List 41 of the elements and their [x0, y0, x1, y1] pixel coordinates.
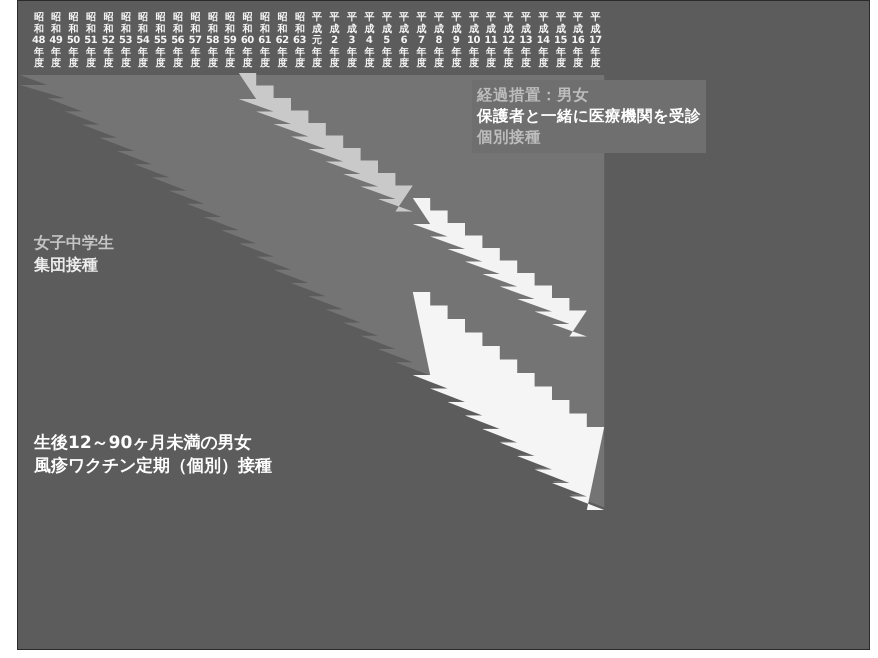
year-header: 昭和51年度 — [83, 12, 98, 70]
year-header: 平成12年度 — [500, 12, 516, 70]
region-text: 経過措置：男女 — [477, 85, 590, 106]
year-header: 平成元年度 — [310, 12, 323, 70]
year-header: 昭和54年度 — [135, 12, 150, 70]
year-header: 平成9年度 — [450, 12, 462, 70]
year-header: 平成14年度 — [536, 12, 551, 70]
year-header: 昭和49年度 — [48, 12, 64, 70]
year-header: 昭和63年度 — [292, 12, 307, 70]
year-header: 昭和53年度 — [118, 12, 133, 70]
year-header: 昭和60年度 — [240, 12, 255, 70]
year-header: 昭和57年度 — [188, 12, 203, 70]
year-header: 昭和59年度 — [222, 12, 238, 70]
region-text: 風疹ワクチン定期（個別）接種 — [34, 454, 272, 478]
region-text: 生後12～90ヶ月未満の男女 — [34, 432, 252, 455]
year-header: 平成11年度 — [483, 12, 498, 70]
year-header: 平成6年度 — [398, 12, 410, 70]
region-text: 集団接種 — [34, 254, 99, 276]
year-header: 平成8年度 — [432, 12, 445, 70]
year-header: 平成7年度 — [415, 12, 428, 70]
year-header: 昭和50年度 — [66, 12, 81, 70]
year-header: 昭和62年度 — [274, 12, 290, 70]
region-text: 保護者と一緒に医療機関を受診 — [477, 106, 701, 127]
year-header: 昭和61年度 — [257, 12, 272, 70]
note-panel — [472, 80, 706, 153]
year-header: 平成10年度 — [466, 12, 481, 70]
year-header: 平成3年度 — [346, 12, 358, 70]
year-header: 平成5年度 — [380, 12, 393, 70]
year-header: 平成4年度 — [363, 12, 376, 70]
year-header: 昭和56年度 — [170, 12, 186, 70]
year-header: 平成2年度 — [328, 12, 340, 70]
year-header: 平成16年度 — [570, 12, 586, 70]
year-header: 平成15年度 — [553, 12, 568, 70]
region-text: 女子中学生 — [34, 232, 114, 254]
year-header: 平成13年度 — [518, 12, 534, 70]
year-header: 昭和48年度 — [31, 12, 46, 70]
region-text: 個別接種 — [477, 126, 542, 148]
year-header: 平成17年度 — [588, 12, 603, 70]
year-header: 昭和58年度 — [205, 12, 220, 70]
year-header: 昭和55年度 — [152, 12, 168, 70]
year-header: 昭和52年度 — [100, 12, 116, 70]
